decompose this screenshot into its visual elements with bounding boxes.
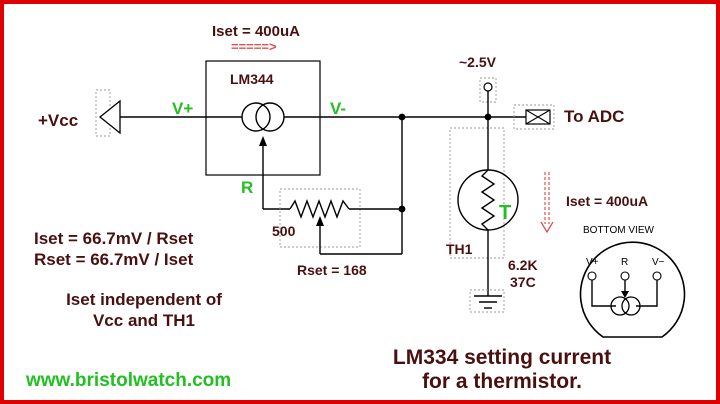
pin-vminus xyxy=(652,271,662,281)
note-line-1: Iset independent of xyxy=(66,290,222,309)
adc-terminal-chevron-right xyxy=(536,109,551,125)
formula-line-1: Iset = 66.7mV / Rset xyxy=(34,229,194,248)
package-source-circle-right xyxy=(621,296,641,316)
pot-value-label: 500 xyxy=(272,223,296,239)
circuit-schematic: Iset = 400uA =====> +Vcc LM344 V+ V- R 5… xyxy=(25,23,686,393)
voltage-label: ~2.5V xyxy=(459,54,497,70)
pin-vplus-label: V+ xyxy=(586,257,599,268)
pin-r xyxy=(620,271,630,281)
website-label: www.bristolwatch.com xyxy=(25,370,231,391)
resistance-label: 6.2K xyxy=(508,257,538,273)
rset-label: Rset = 168 xyxy=(297,262,367,278)
package-source-circle-left xyxy=(610,296,630,316)
caption-line-2: for a thermistor. xyxy=(422,370,582,393)
caption-line-1: LM334 setting current xyxy=(393,346,611,369)
formula-line-2: Rset = 66.7mV / Iset xyxy=(34,250,194,269)
vplus-label: V+ xyxy=(172,99,193,118)
adc-terminal-outline xyxy=(513,104,555,130)
current-arrow-head xyxy=(540,221,554,234)
vcc-label: +Vcc xyxy=(38,111,78,130)
pin-r-label: R xyxy=(621,257,628,268)
voltage-probe-circle xyxy=(483,82,493,92)
wiper-arrow xyxy=(316,216,324,226)
thermistor-t-mark: T xyxy=(499,202,511,224)
thermistor-outline xyxy=(449,127,505,259)
iset-right-label: Iset = 400uA xyxy=(566,193,648,209)
temperature-label: 37C xyxy=(510,274,536,290)
vminus-label: V- xyxy=(330,99,346,118)
pot-resistor-zigzag xyxy=(289,199,350,219)
pin-vplus xyxy=(587,271,597,281)
r-pin-label: R xyxy=(241,178,253,197)
th1-label: TH1 xyxy=(446,241,473,257)
package-r-arrow xyxy=(621,291,629,298)
current-source-circle-left xyxy=(241,102,271,132)
package-outline xyxy=(579,241,686,338)
bottom-view-label: BOTTOM VIEW xyxy=(583,225,654,236)
package-wire-vminus xyxy=(636,280,658,307)
pin-vminus-label: V− xyxy=(652,257,665,268)
thermistor-zigzag xyxy=(480,169,496,231)
package-wire-vplus xyxy=(591,280,616,307)
chip-label: LM344 xyxy=(230,71,274,87)
note-line-2: Vcc and TH1 xyxy=(93,311,195,330)
iset-top-label: Iset = 400uA xyxy=(212,23,300,40)
junction-pot xyxy=(398,205,406,213)
to-adc-label: To ADC xyxy=(564,107,624,126)
r-pin-arrow xyxy=(259,136,267,146)
current-direction-arrow: =====> xyxy=(231,39,277,54)
ground-outline xyxy=(469,289,505,313)
